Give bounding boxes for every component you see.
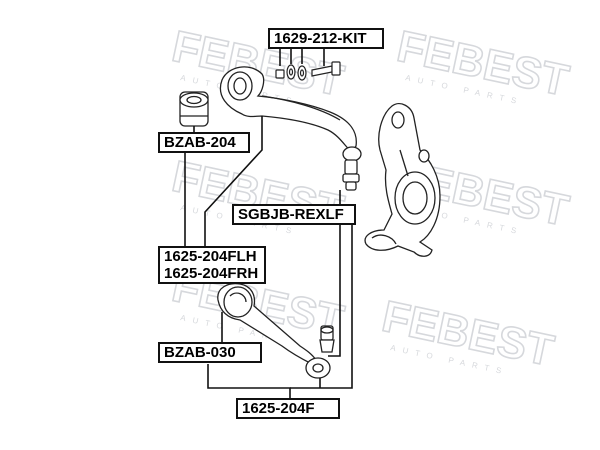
label-sgbjb-rexlf: SGBJB-REXLF [232,204,356,225]
label-1625-204flh-frh: 1625-204FLH 1625-204FRH [158,246,266,284]
leader-flh-right [204,116,263,246]
bushing-bzab-204 [179,91,209,127]
label-text-frh: 1625-204FRH [164,265,259,282]
upper-control-arm [219,66,362,191]
label-text-bzab-204: BZAB-204 [164,134,236,151]
kit-hardware [275,61,341,81]
leader-f-right [290,222,353,389]
ball-joint [305,325,335,379]
label-text-flh: 1625-204FLH [164,248,257,265]
label-bzab-204: BZAB-204 [158,132,250,153]
kit-nut [275,69,285,79]
label-text-kit: 1629-212-KIT [274,30,367,47]
leader-f-left [207,364,291,398]
label-1625-204f: 1625-204F [236,398,340,419]
steering-knuckle [364,103,441,257]
leader-sgbjb-lower [328,222,341,357]
label-text-1625-204f: 1625-204F [242,400,315,417]
label-text-sgbjb: SGBJB-REXLF [238,206,344,223]
label-1629-212-kit: 1629-212-KIT [268,28,384,49]
label-text-bzab-030: BZAB-030 [164,344,236,361]
label-bzab-030: BZAB-030 [158,342,262,363]
lower-control-arm [217,282,317,365]
leader-lines [184,46,353,398]
